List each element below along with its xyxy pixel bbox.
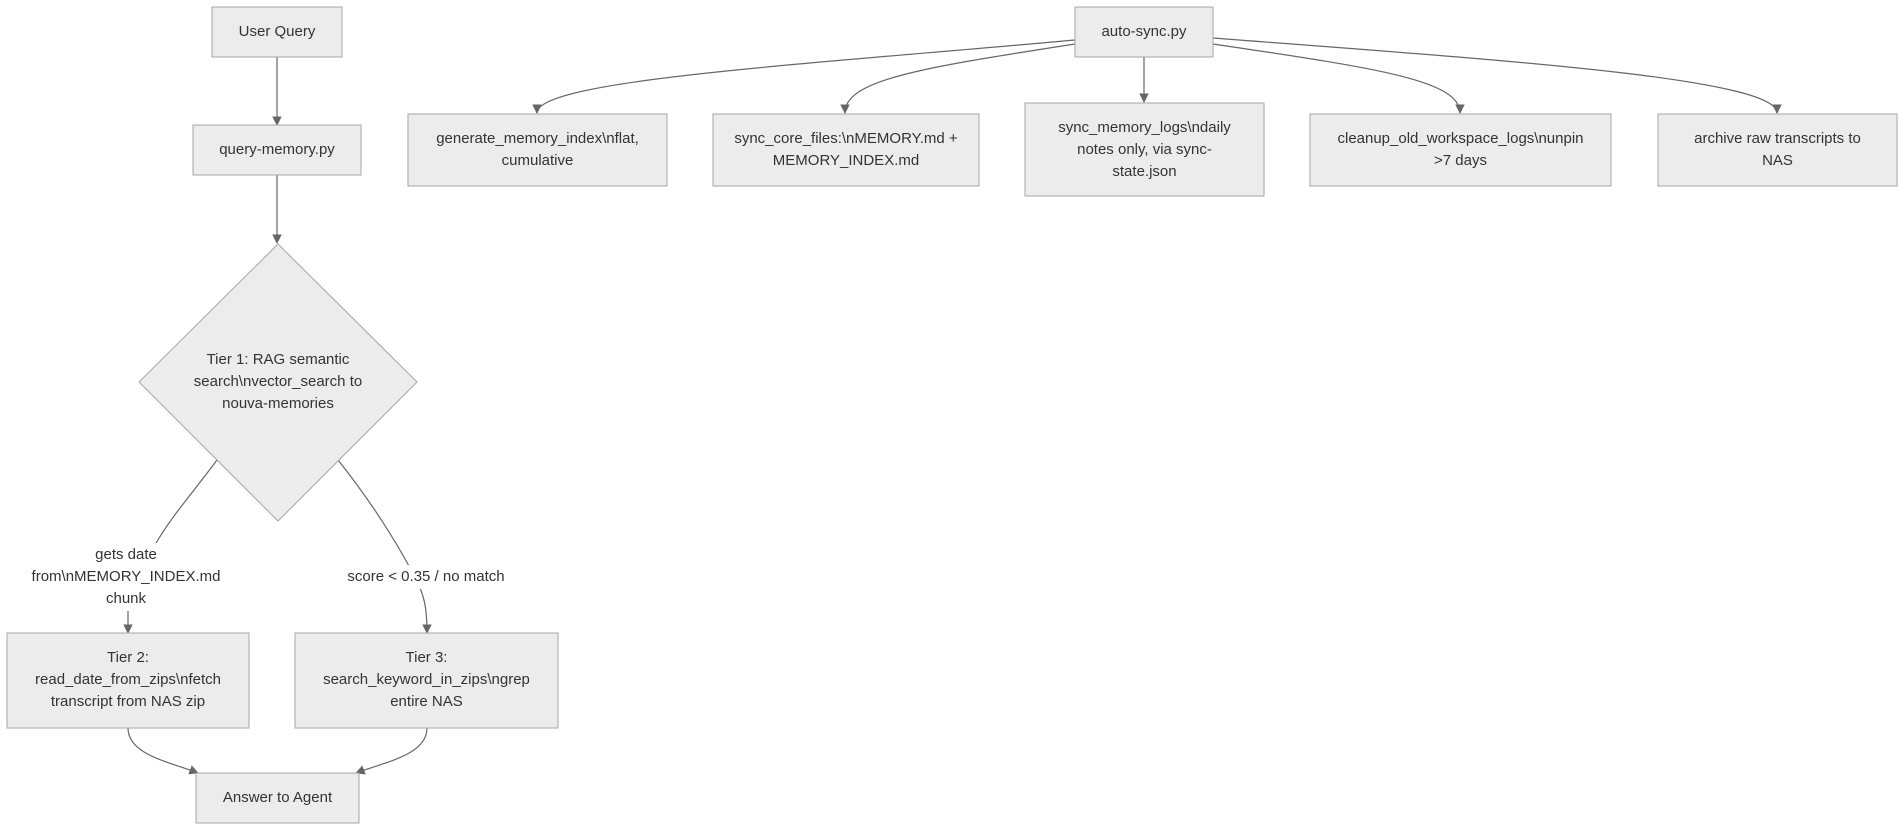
edge-auto-sync-to-cleanup	[1212, 43, 1465, 114]
label-cleanup: cleanup_old_workspace_logs\nunpin >7 day…	[1337, 130, 1584, 169]
node-sync-logs	[1024, 102, 1265, 197]
label-tier1: Tier 1: RAG semantic search\nvector_sear…	[193, 351, 363, 412]
node-answer	[195, 772, 360, 824]
label-sync-logs: sync_memory_logs\ndaily notes only, via …	[1058, 118, 1231, 180]
node-sync-core	[712, 113, 980, 187]
label-auto-sync: auto-sync.py	[1101, 23, 1187, 40]
label-user-query: User Query	[238, 23, 316, 40]
edge-auto-sync-to-gen-index	[532, 39, 1076, 114]
edge-tier2-to-answer	[127, 727, 199, 775]
edge-tier3-to-answer	[355, 727, 428, 775]
edge-tier1-to-tier2	[128, 459, 218, 633]
label-answer: Answer to Agent	[222, 789, 333, 806]
node-tier1-diamond	[138, 243, 418, 522]
node-tier2	[6, 632, 250, 729]
label-tier2: Tier 2: read_date_from_zips\nfetch trans…	[35, 649, 221, 710]
node-user-query	[211, 6, 343, 58]
label-query-memory: query-memory.py	[219, 141, 335, 158]
edge-auto-sync-to-archive	[1212, 37, 1782, 114]
label-tier3: Tier 3: search_keyword_in_zips\ngrep ent…	[323, 649, 530, 710]
edge-label-tier1-to-tier2: gets date from\nMEMORY_INDEX.md chunk	[28, 543, 224, 611]
node-query-memory	[192, 124, 362, 176]
label-archive: archive raw transcripts to NAS	[1694, 130, 1861, 169]
node-auto-sync	[1074, 6, 1214, 58]
label-gen-index: generate_memory_index\nflat, cumulative	[436, 130, 639, 169]
node-tier3	[294, 632, 559, 729]
label-sync-core: sync_core_files:\nMEMORY.md + MEMORY_IND…	[734, 130, 958, 169]
node-archive	[1657, 113, 1898, 187]
edge-tier1-to-tier3	[337, 459, 427, 633]
edge-label-tier1-to-tier3: score < 0.35 / no match	[340, 565, 512, 589]
edge-auto-sync-to-sync-core	[840, 43, 1076, 114]
node-cleanup	[1309, 113, 1612, 187]
node-gen-index	[407, 113, 668, 187]
